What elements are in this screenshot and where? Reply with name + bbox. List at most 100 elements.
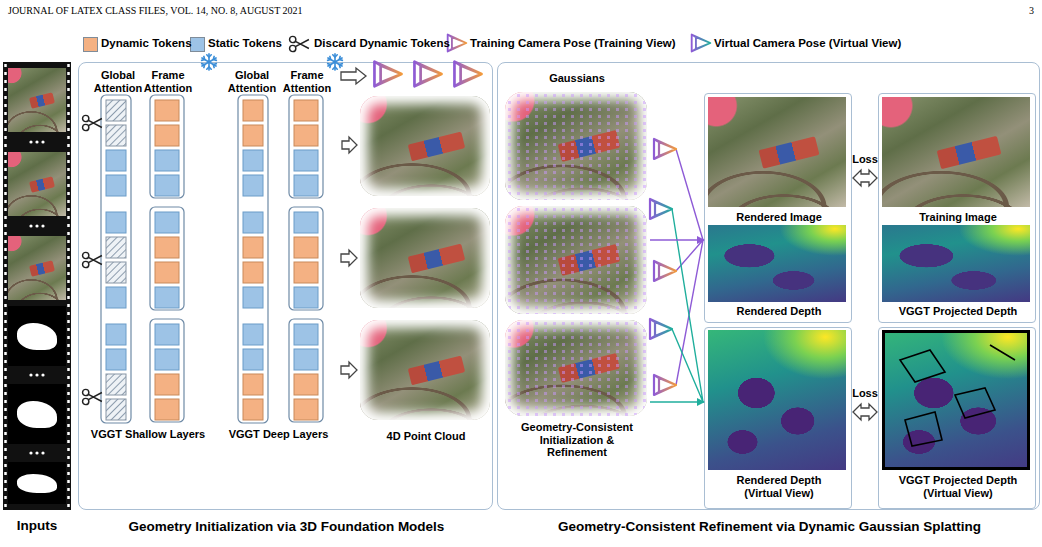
illustration-part (41, 451, 44, 454)
illustration-part (41, 373, 44, 376)
stage-panel: Geometry Initialization via 3D Foundatio… (78, 62, 493, 510)
illustration-part (900, 345, 1015, 446)
illustration-part (35, 224, 38, 227)
illustration-part (692, 35, 711, 52)
illustration-part (294, 399, 318, 420)
illustration-part (294, 237, 318, 258)
illustration-part (454, 62, 481, 87)
illustration-part (155, 212, 179, 233)
depth-map (882, 330, 1030, 470)
illustration-part (106, 399, 126, 420)
illustration-part (289, 95, 323, 198)
point-cloud-image (360, 320, 490, 420)
node-text: Rendered Depth (705, 305, 853, 318)
illustration-part (676, 149, 703, 385)
node-text: Geometry-Consistent Refinement via Dynam… (498, 519, 1041, 535)
layer-group: Global AttentionFrame AttentionVGGT Shal… (83, 67, 213, 445)
illustration-part (672, 209, 703, 402)
illustration-part (155, 324, 179, 345)
illustration-part (155, 287, 179, 308)
illustration-part (243, 399, 263, 420)
illustration-part (243, 125, 263, 146)
illustration-part (290, 36, 309, 51)
illustration-part (243, 212, 263, 233)
target-box: VGGT Projected Depth (Virtual View) (878, 327, 1036, 509)
illustration-part (155, 237, 179, 258)
illustration-part (35, 140, 38, 143)
illustration-part (294, 262, 318, 283)
connector (342, 137, 357, 153)
illustration-part (83, 389, 102, 404)
render-box: Rendered Depth (Virtual View) (704, 327, 852, 509)
illustration-part (41, 140, 44, 143)
connector (853, 404, 877, 420)
illustration-part (654, 139, 676, 159)
render-box: Rendered ImageRendered Depth (704, 93, 852, 323)
node-text: Geometry-Consistent Initialization & Ref… (514, 421, 640, 459)
illustration-part (106, 324, 126, 345)
node-text: VGGT Projected Depth (Virtual View) (888, 474, 1028, 499)
stage-panel: Geometry-Consistent Refinement via Dynam… (497, 62, 1040, 510)
illustration-part (101, 95, 131, 423)
illustration-part (106, 212, 126, 233)
illustration-part (243, 287, 263, 308)
illustration-part (67, 64, 70, 508)
illustration-part (155, 374, 179, 395)
illustration-part (106, 125, 126, 146)
illustration-part (150, 207, 184, 310)
illustration-part (4, 64, 7, 508)
depth-map (708, 225, 846, 302)
illustration-part (29, 451, 32, 454)
illustration-part (202, 54, 217, 70)
illustration-part (41, 224, 44, 227)
illustration-part (106, 262, 126, 283)
illustration-part (374, 62, 401, 87)
illustration-part (294, 212, 318, 233)
illustration-part (328, 54, 343, 70)
rendered-image (708, 97, 846, 207)
illustration-part (294, 150, 318, 171)
node-text: Rendered Image (705, 211, 853, 224)
illustration-part (243, 349, 263, 370)
header-text: JOURNAL OF LATEX CLASS FILES, VOL. 14, N… (8, 5, 608, 17)
point-cloud-group: 4D Point Cloud (358, 93, 494, 441)
gaussian-group: GaussiansGeometry-Consistent Initializat… (504, 71, 650, 455)
film-strip: Inputs (3, 62, 71, 510)
illustration-part (106, 374, 126, 395)
illustration-part (414, 62, 441, 87)
node-text: Training Image (879, 211, 1037, 224)
edge-label: Loss (840, 387, 890, 400)
node-text: Frame Attention (138, 69, 198, 94)
illustration-part (341, 362, 357, 378)
illustration-part (35, 451, 38, 454)
illustration-part (341, 68, 366, 84)
illustration-part (106, 100, 126, 121)
legend-text: Training Camera Pose (Training View) (470, 37, 676, 50)
illustration-part (29, 140, 44, 454)
node-text: Geometry Initialization via 3D Foundatio… (79, 519, 494, 535)
legend-text: Virtual Camera Pose (Virtual View) (714, 37, 901, 50)
illustration-part (243, 100, 263, 121)
illustration-part (155, 262, 179, 283)
layer-group: Global AttentionFrame AttentionVGGT Deep… (216, 67, 341, 445)
illustration-part (106, 100, 318, 420)
illustration-part (294, 324, 318, 345)
illustration-part (238, 95, 268, 423)
edge-label: Loss (840, 153, 890, 166)
illustration-part (294, 374, 318, 395)
node-text: Gaussians (504, 72, 650, 85)
illustration-part (243, 262, 263, 283)
legend-swatch (190, 37, 205, 52)
node-text: 4D Point Cloud (358, 430, 494, 443)
depth-map (708, 330, 846, 470)
illustration-part (155, 125, 179, 146)
node-text: Rendered Depth (Virtual View) (725, 474, 833, 499)
illustration-part (106, 237, 126, 258)
node-text: Global Attention (88, 69, 148, 94)
legend-text: Static Tokens (208, 37, 282, 50)
illustration-part (150, 319, 184, 422)
gaussian-image (505, 92, 647, 200)
illustration-part (106, 287, 126, 308)
